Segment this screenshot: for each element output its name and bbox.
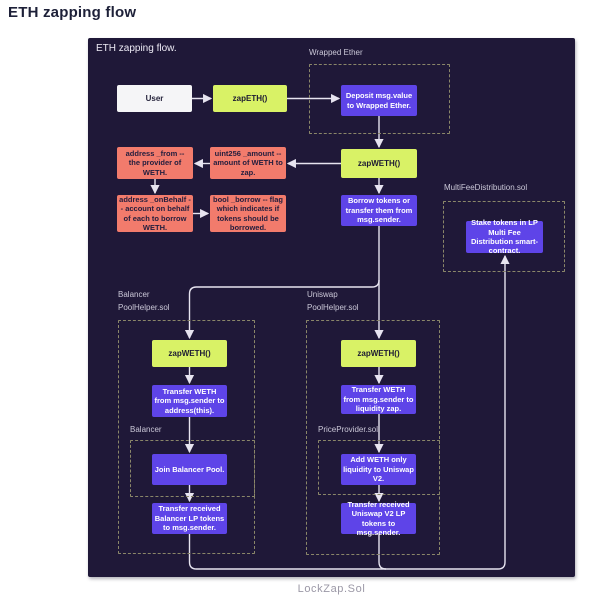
node-zapeth: zapETH()	[213, 85, 287, 112]
node-add-liquidity: Add WETH only liquidity to Uniswap V2.	[341, 454, 416, 485]
price-provider-group-box	[318, 440, 440, 495]
wrapped-ether-group-box	[309, 64, 450, 134]
node-param-borrow: bool _borrow -- flag which indicates if …	[210, 195, 286, 232]
node-uniswap-transfer-out: Transfer received Uniswap V2 LP tokens t…	[341, 500, 416, 537]
node-uniswap-transfer-in: Transfer WETH from msg.sender to liquidi…	[341, 385, 416, 414]
node-stake-tokens: Stake tokens in LP Multi Fee Distributio…	[466, 218, 543, 255]
node-user: User	[117, 85, 192, 112]
uniswap-helper-label-line1: Uniswap	[307, 290, 338, 299]
balancer-inner-group-box	[130, 440, 255, 497]
node-param-onbehalf: address _onBehalf -- account on behalf o…	[117, 195, 193, 232]
node-uniswap-zapweth: zapWETH()	[341, 340, 416, 367]
diagram-title: ETH zapping flow.	[96, 43, 177, 54]
page-title: ETH zapping flow	[8, 4, 137, 21]
balancer-inner-label: Balancer	[130, 425, 162, 434]
footer-caption: LockZap.Sol	[297, 583, 366, 595]
uniswap-helper-label-line2: PoolHelper.sol	[307, 303, 359, 312]
node-balancer-transfer-out: Transfer received Balancer LP tokens to …	[152, 503, 227, 534]
node-deposit-weth: Deposit msg.value to Wrapped Ether.	[341, 85, 417, 116]
node-param-from: address _from -- the provider of WETH.	[117, 147, 193, 179]
balancer-helper-group-box	[118, 320, 255, 554]
balancer-helper-label-line1: Balancer	[118, 290, 150, 299]
node-balancer-zapweth: zapWETH()	[152, 340, 227, 367]
uniswap-helper-group-box	[306, 320, 440, 555]
node-borrow-tokens: Borrow tokens or transfer them from msg.…	[341, 195, 417, 226]
multifee-label: MultiFeeDistribution.sol	[444, 183, 528, 192]
multifee-group-box	[443, 201, 565, 272]
price-provider-label: PriceProvider.sol	[318, 425, 379, 434]
node-join-balancer-pool: Join Balancer Pool.	[152, 454, 227, 485]
node-zapweth-main: zapWETH()	[341, 149, 417, 178]
node-balancer-transfer-in: Transfer WETH from msg.sender to address…	[152, 385, 227, 417]
node-param-amount: uint256 _amount -- amount of WETH to zap…	[210, 147, 286, 179]
wrapped-ether-label: Wrapped Ether	[309, 48, 363, 57]
balancer-helper-label-line2: PoolHelper.sol	[118, 303, 170, 312]
